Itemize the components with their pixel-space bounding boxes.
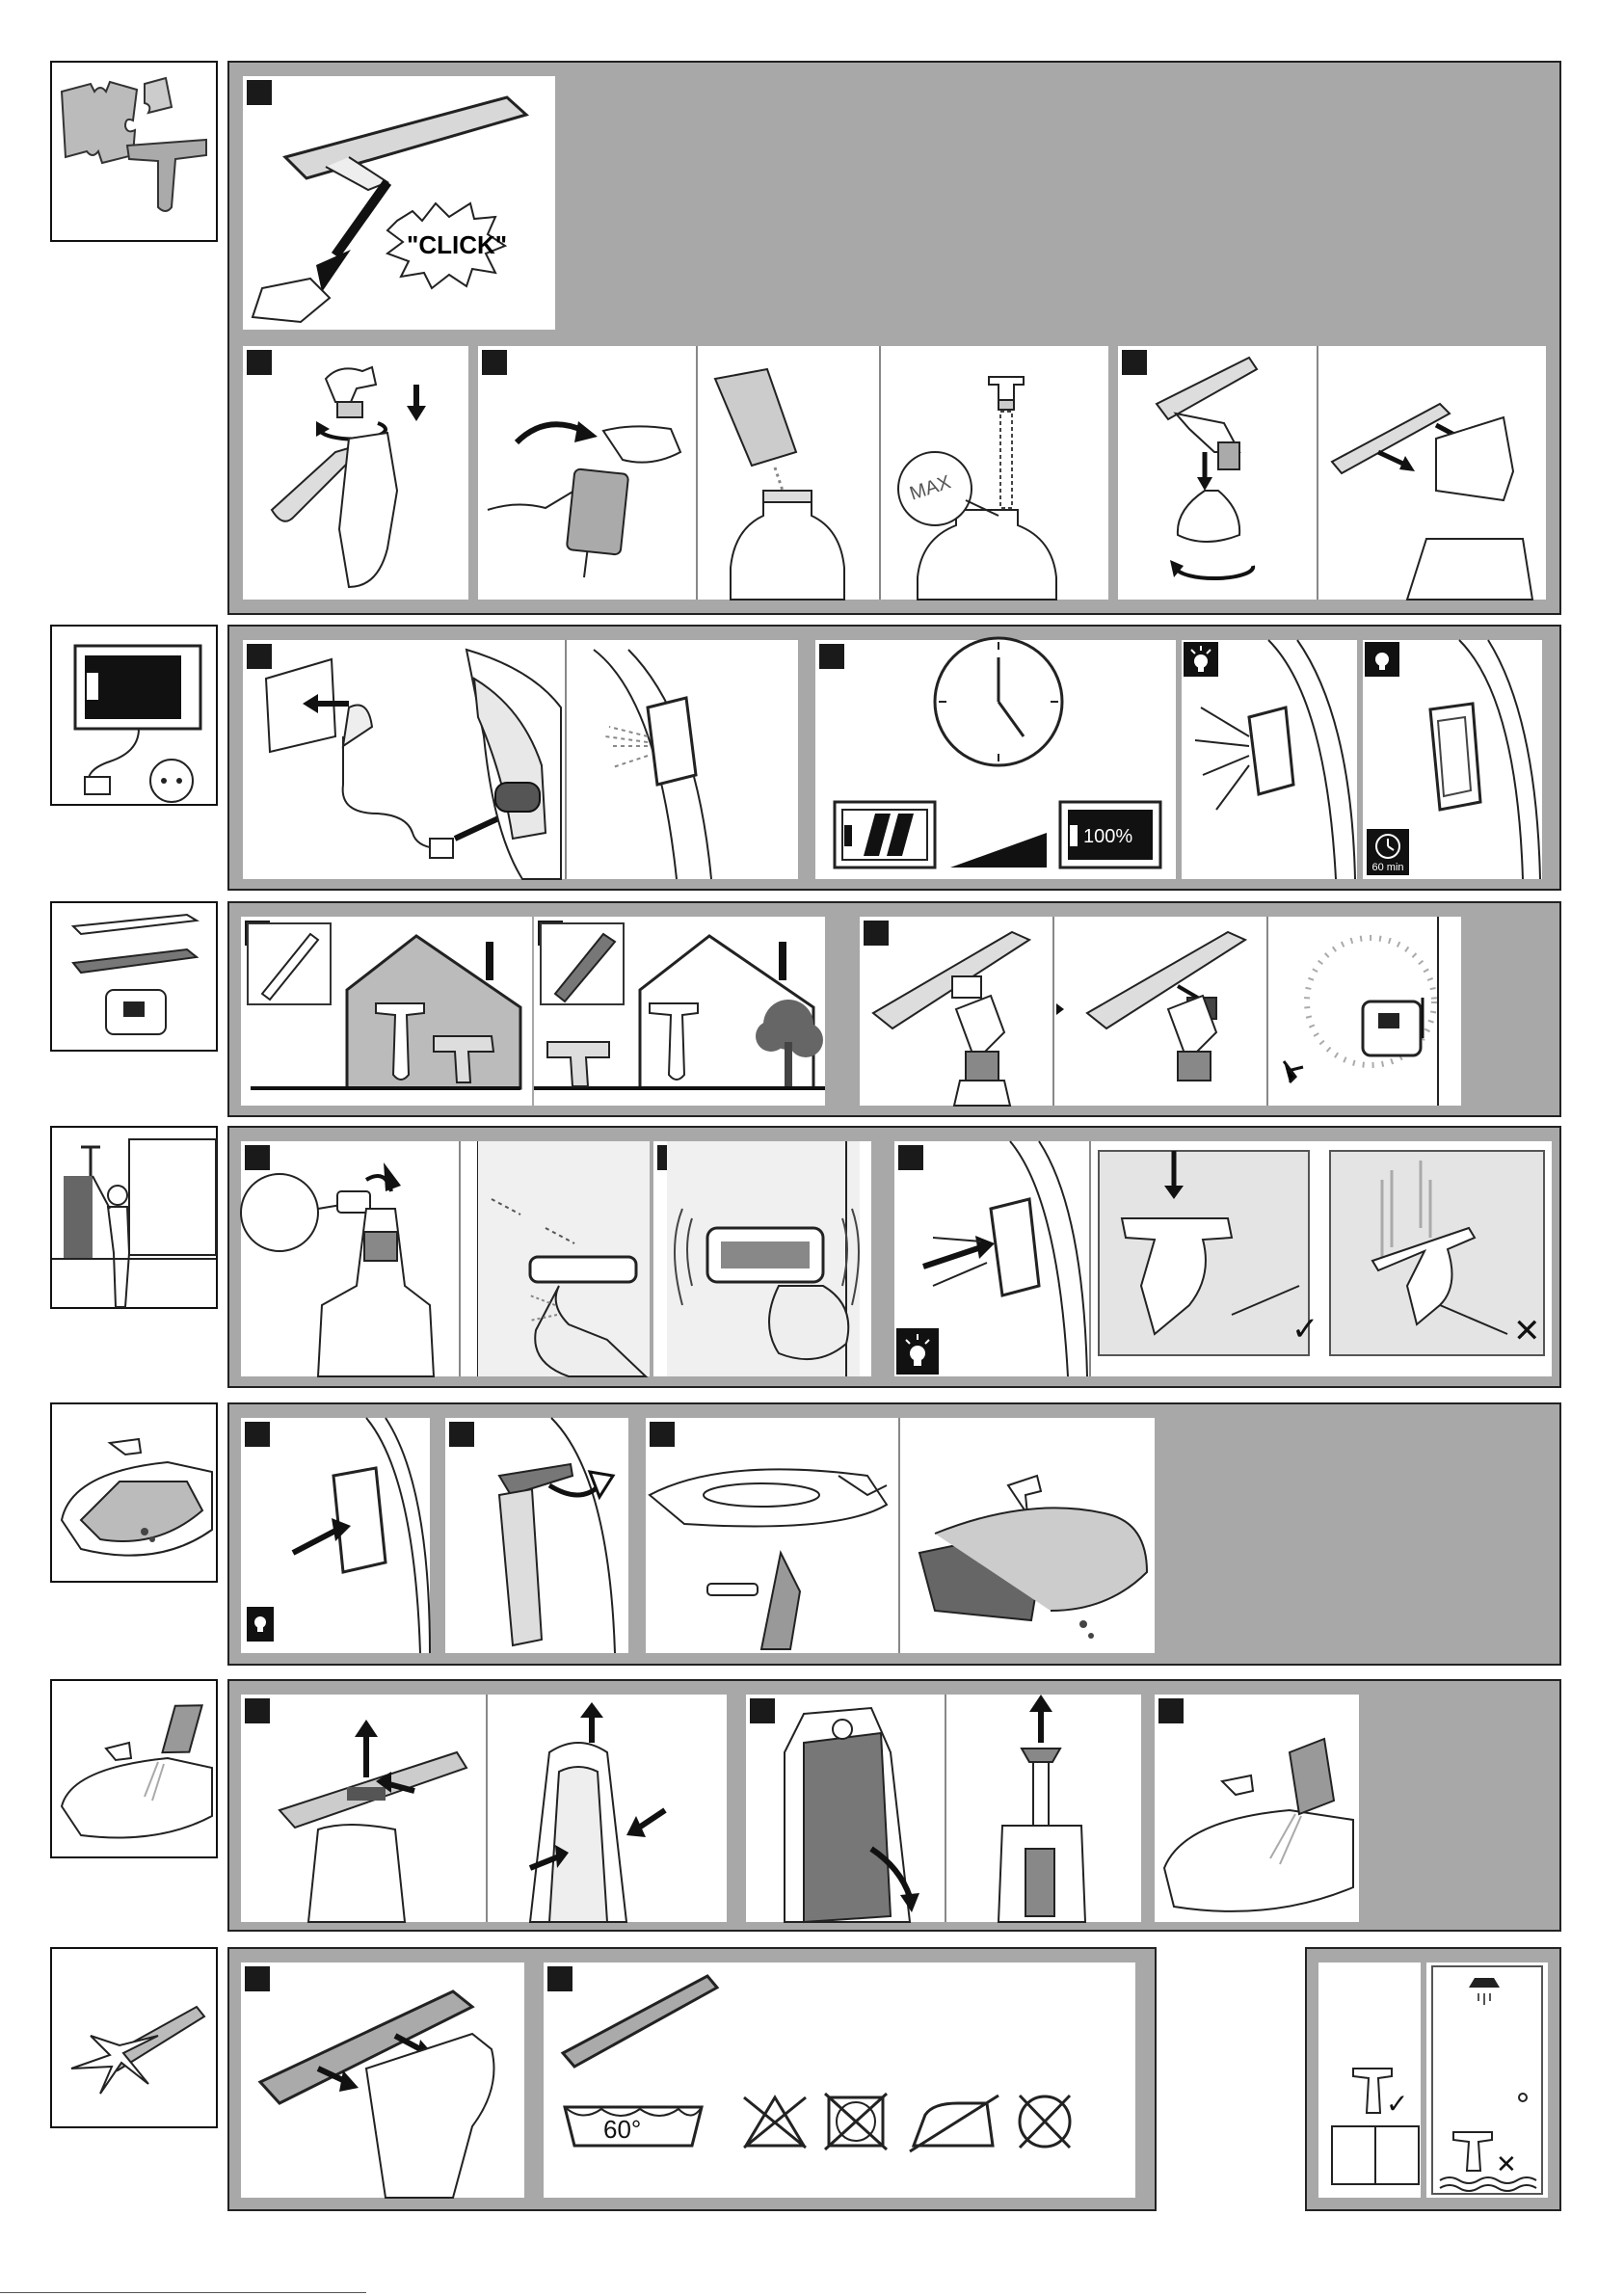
storage-correct-mark: ✓ [1386,2089,1408,2119]
step-panel-3-1 [241,917,532,1106]
footer-rule [0,2292,366,2293]
section-row-wipers [227,901,1561,1117]
timer-icon: 60 min [1367,829,1409,875]
section-row-charging: 100% 60 min [227,625,1561,891]
step-panel-4-1 [241,1141,650,1376]
light-off-icon [247,1607,274,1642]
section-row-operation: ✓ ✕ [227,1126,1561,1388]
battery-full-label: 100% [1083,826,1132,847]
light-on-icon [896,1328,939,1375]
step-panel-2-1 [243,640,798,879]
wrong-mark: ✕ [1513,1313,1541,1349]
step-panel-5-1 [241,1418,430,1653]
section-icon-assembly [50,61,218,242]
storage-panel: ✓ ✕ [1305,1947,1561,2211]
step-panel-3-2 [534,917,825,1106]
click-label: "CLICK" [407,230,507,259]
step-panel-6-3 [1155,1695,1359,1922]
storage-wrong: ✕ [1426,1962,1548,2198]
step-panel-3-3 [860,917,1461,1106]
storage-wrong-mark: ✕ [1496,2149,1517,2178]
correct-mark: ✓ [1291,1311,1319,1348]
section-icon-operation [50,1126,218,1309]
charger-icon [52,627,220,808]
sink-rinse-icon [52,1681,220,1860]
sparkle-pad-icon [52,1949,220,2130]
step-panel-5-3 [646,1418,1155,1653]
timer-label: 60 min [1367,862,1409,873]
section-icon-charging [50,625,218,806]
step-panel-4-3: ✓ [894,1141,1355,1376]
person-cleaning-icon [52,1128,220,1311]
wiper-blades-icon [52,903,220,1054]
section-row-cleaning [227,1679,1561,1932]
step-panel-1-3: MAX [478,346,1108,600]
step-panel-4-4: ✕ [1324,1141,1552,1376]
step-panel-2-2: 100% [815,640,1176,879]
section-row-emptying [227,1402,1561,1666]
wash-temp-label: 60° [603,2115,641,2144]
sink-icon [52,1404,220,1585]
step-panel-1-2 [243,346,468,600]
section-icon-wipers [50,901,218,1052]
section-icon-care [50,1947,218,2128]
section-icon-cleaning [50,1679,218,1858]
storage-correct: ✓ [1318,1962,1421,2198]
puzzle-icon [52,63,220,244]
step-panel-1-4 [1118,346,1546,600]
section-icon-emptying [50,1402,218,1583]
step-panel-6-1 [241,1695,727,1922]
step-panel-5-2 [445,1418,628,1653]
step-panel-1-1: "CLICK" [243,76,555,330]
section-row-care: 60° [227,1947,1157,2211]
step-panel-4-2 [653,1141,871,1376]
step-panel-2-4: 60 min [1363,640,1542,879]
step-panel-7-1 [241,1962,524,2198]
step-panel-7-2: 60° [544,1962,1135,2198]
section-row-assembly: "CLICK" [227,61,1561,615]
step-panel-2-3 [1182,640,1357,879]
step-panel-6-2 [746,1695,1141,1922]
